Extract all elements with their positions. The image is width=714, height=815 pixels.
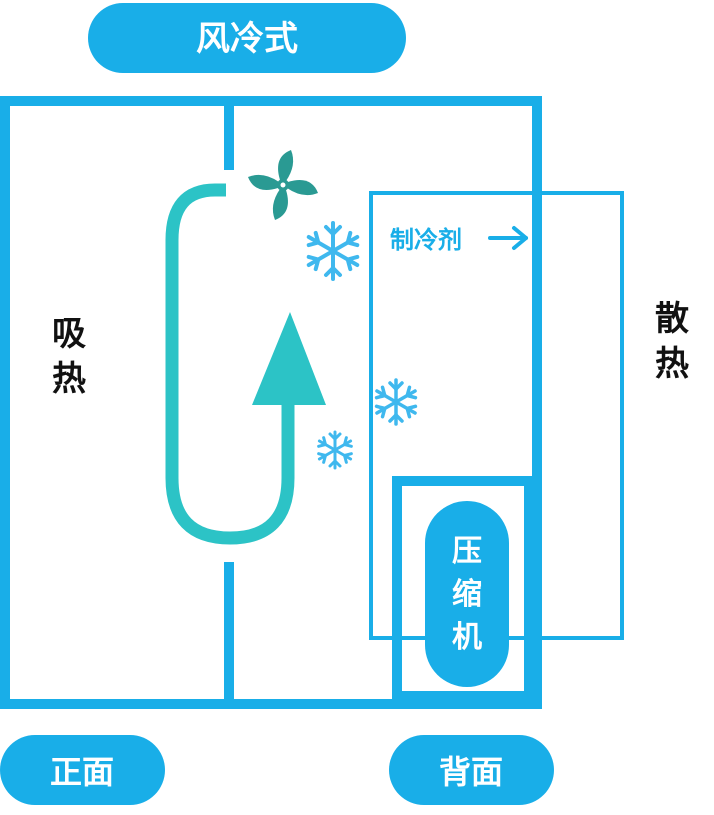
snowflake-icon bbox=[317, 430, 353, 470]
front-badge: 正面 bbox=[0, 735, 165, 805]
arrow-right-icon bbox=[488, 226, 528, 250]
refrigerant-label: 制冷剂 bbox=[390, 226, 462, 254]
back-badge: 背面 bbox=[389, 735, 554, 805]
dissipate-heat-char-1: 散 bbox=[655, 299, 689, 339]
compressor-badge: 压 缩 机 bbox=[425, 501, 509, 687]
compressor-char-1: 压 bbox=[452, 534, 482, 569]
compressor-housing bbox=[392, 476, 534, 701]
front-label: 正面 bbox=[50, 753, 114, 791]
back-label: 背面 bbox=[439, 753, 503, 791]
dissipate-heat-char-2: 热 bbox=[655, 344, 689, 384]
snowflake-icon bbox=[306, 221, 360, 281]
fan-icon bbox=[248, 150, 318, 220]
snowflake-icon bbox=[374, 378, 418, 426]
compressor-char-3: 机 bbox=[452, 620, 482, 655]
title-text: 风冷式 bbox=[196, 19, 298, 59]
title-badge: 风冷式 bbox=[88, 3, 406, 73]
airflow-arrow-icon bbox=[165, 183, 326, 545]
cabinet-outline bbox=[0, 96, 542, 709]
absorb-heat-char-2: 热 bbox=[52, 359, 86, 399]
compressor-char-2: 缩 bbox=[452, 577, 482, 612]
absorb-heat-char-1: 吸 bbox=[52, 314, 86, 354]
